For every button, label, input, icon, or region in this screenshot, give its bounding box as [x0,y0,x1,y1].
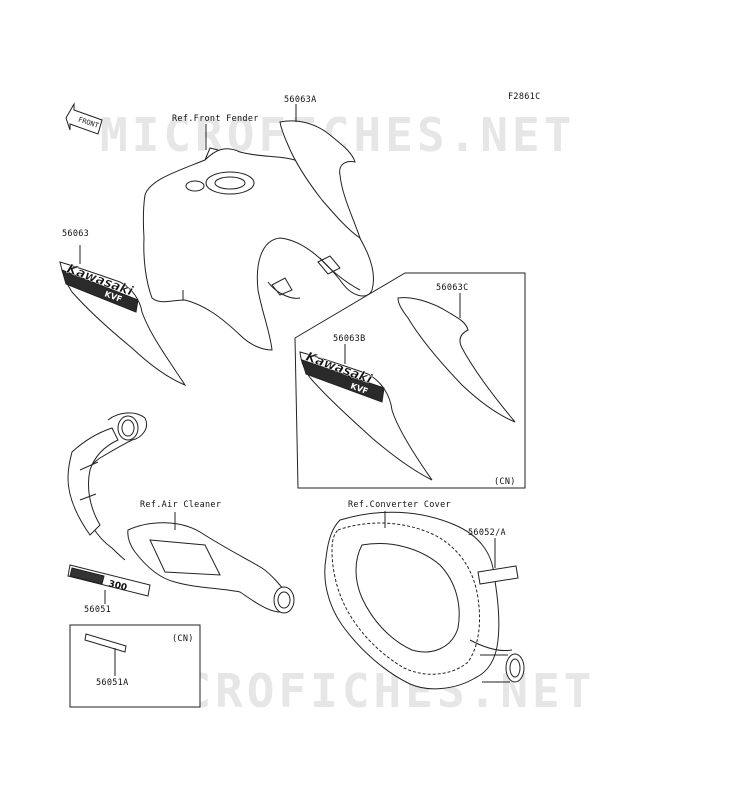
label-56063a: 56063A [284,95,317,105]
converter-cover-drawing [324,511,525,690]
cn-upper-box [294,272,526,489]
label-56063b: 56063B [333,334,366,344]
label-56063: 56063 [62,229,90,239]
badge-text: 300 [107,579,128,593]
badge-56051-drawing: 300 [67,564,151,604]
label-converter-cover: Ref.Converter Cover [348,500,451,510]
label-56063c: 56063C [436,283,469,293]
label-56051a: 56051A [96,678,129,688]
label-front-fender: Ref.Front Fender [172,114,259,124]
label-cn-lower: (CN) [172,634,194,644]
decal-56063c-drawing [397,293,516,423]
cn-lower-box [69,624,201,708]
air-cleaner-drawing [127,512,295,614]
diagram-code: F2861C [508,92,541,102]
label-56052a-drawing [477,538,519,585]
label-air-cleaner: Ref.Air Cleaner [140,500,222,510]
air-intake-duct-drawing [67,412,147,561]
label-56051: 56051 [84,605,112,615]
front-fender-drawing [142,147,374,351]
front-arrow-icon: FRONT [65,102,103,135]
label-cn-upper: (CN) [494,477,516,487]
decal-56063a-drawing [279,120,361,240]
label-56052a: 56052/A [468,528,506,538]
